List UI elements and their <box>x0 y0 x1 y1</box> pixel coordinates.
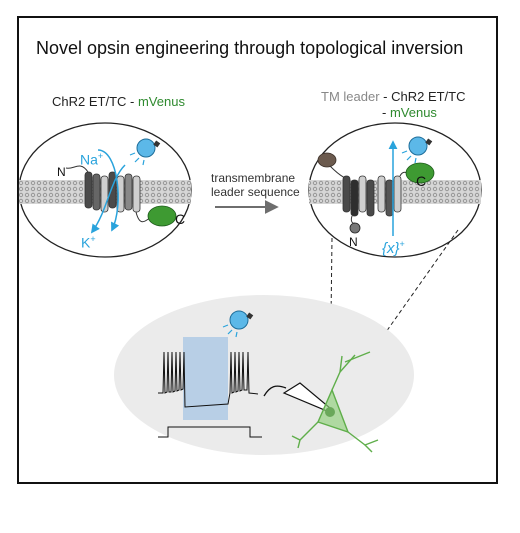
left-c-terminus-label: C <box>175 211 186 227</box>
right-c-terminus-label: C <box>416 173 427 189</box>
right-leader-label: TM leader <box>321 89 380 104</box>
sodium-symbol: Na <box>80 151 98 168</box>
potassium-ion-label: K+ <box>81 235 96 250</box>
left-tag-label: mVenus <box>137 94 185 109</box>
na-flow-arrow <box>97 149 120 232</box>
neuron-panel <box>114 295 414 455</box>
k-flow-arrow <box>90 164 126 234</box>
right-opsin-helices <box>342 175 402 217</box>
right-n-knot <box>349 222 361 234</box>
right-cell <box>308 122 482 258</box>
arrow-label-line2: leader sequence <box>211 185 300 199</box>
stimulus-trace <box>158 426 262 438</box>
neuron-icon <box>291 351 379 453</box>
generic-ion-label: {x}+ <box>382 239 405 257</box>
generic-ion-symbol: {x} <box>382 240 400 257</box>
tm-leader-blob <box>317 152 337 168</box>
left-n-terminus-label: N <box>57 165 66 179</box>
generic-ion-charge: + <box>399 239 405 249</box>
right-separator-2: - <box>382 105 390 120</box>
sodium-ion-label: Na+ <box>80 152 103 167</box>
illumination-box <box>183 337 228 420</box>
left-separator: - <box>126 94 138 109</box>
light-bulb-icon <box>401 136 433 164</box>
sodium-charge: + <box>97 151 104 161</box>
left-opsin-helices <box>84 171 141 213</box>
right-separator-1: - <box>379 89 392 104</box>
right-n-terminus-label: N <box>349 235 358 249</box>
left-cell <box>18 122 192 258</box>
right-construct-label: TM leader - ChR2 ET/TC <box>321 90 466 103</box>
voltage-trace <box>158 351 259 408</box>
left-mvenus-blob <box>147 205 177 227</box>
light-bulb-icon <box>222 310 254 338</box>
neuron-background-oval <box>114 295 414 455</box>
potassium-charge: + <box>90 234 96 244</box>
potassium-symbol: K <box>81 234 91 251</box>
figure-frame <box>17 16 498 484</box>
electrode-wire <box>263 385 287 397</box>
light-bulb-icon <box>129 138 161 166</box>
arrow-label-line1: transmembrane <box>211 171 296 185</box>
left-n-terminus <box>65 165 89 173</box>
left-construct-label: ChR2 ET/TC - mVenus <box>52 95 185 108</box>
right-mvenus-blob <box>405 162 435 184</box>
figure-title: Novel opsin engineering through topologi… <box>36 38 464 58</box>
right-construct-label-line2: - mVenus <box>382 106 437 119</box>
right-construct-name: ChR2 ET/TC <box>391 89 466 104</box>
left-construct-name: ChR2 ET/TC <box>52 94 127 109</box>
right-tag-label: mVenus <box>389 105 437 120</box>
